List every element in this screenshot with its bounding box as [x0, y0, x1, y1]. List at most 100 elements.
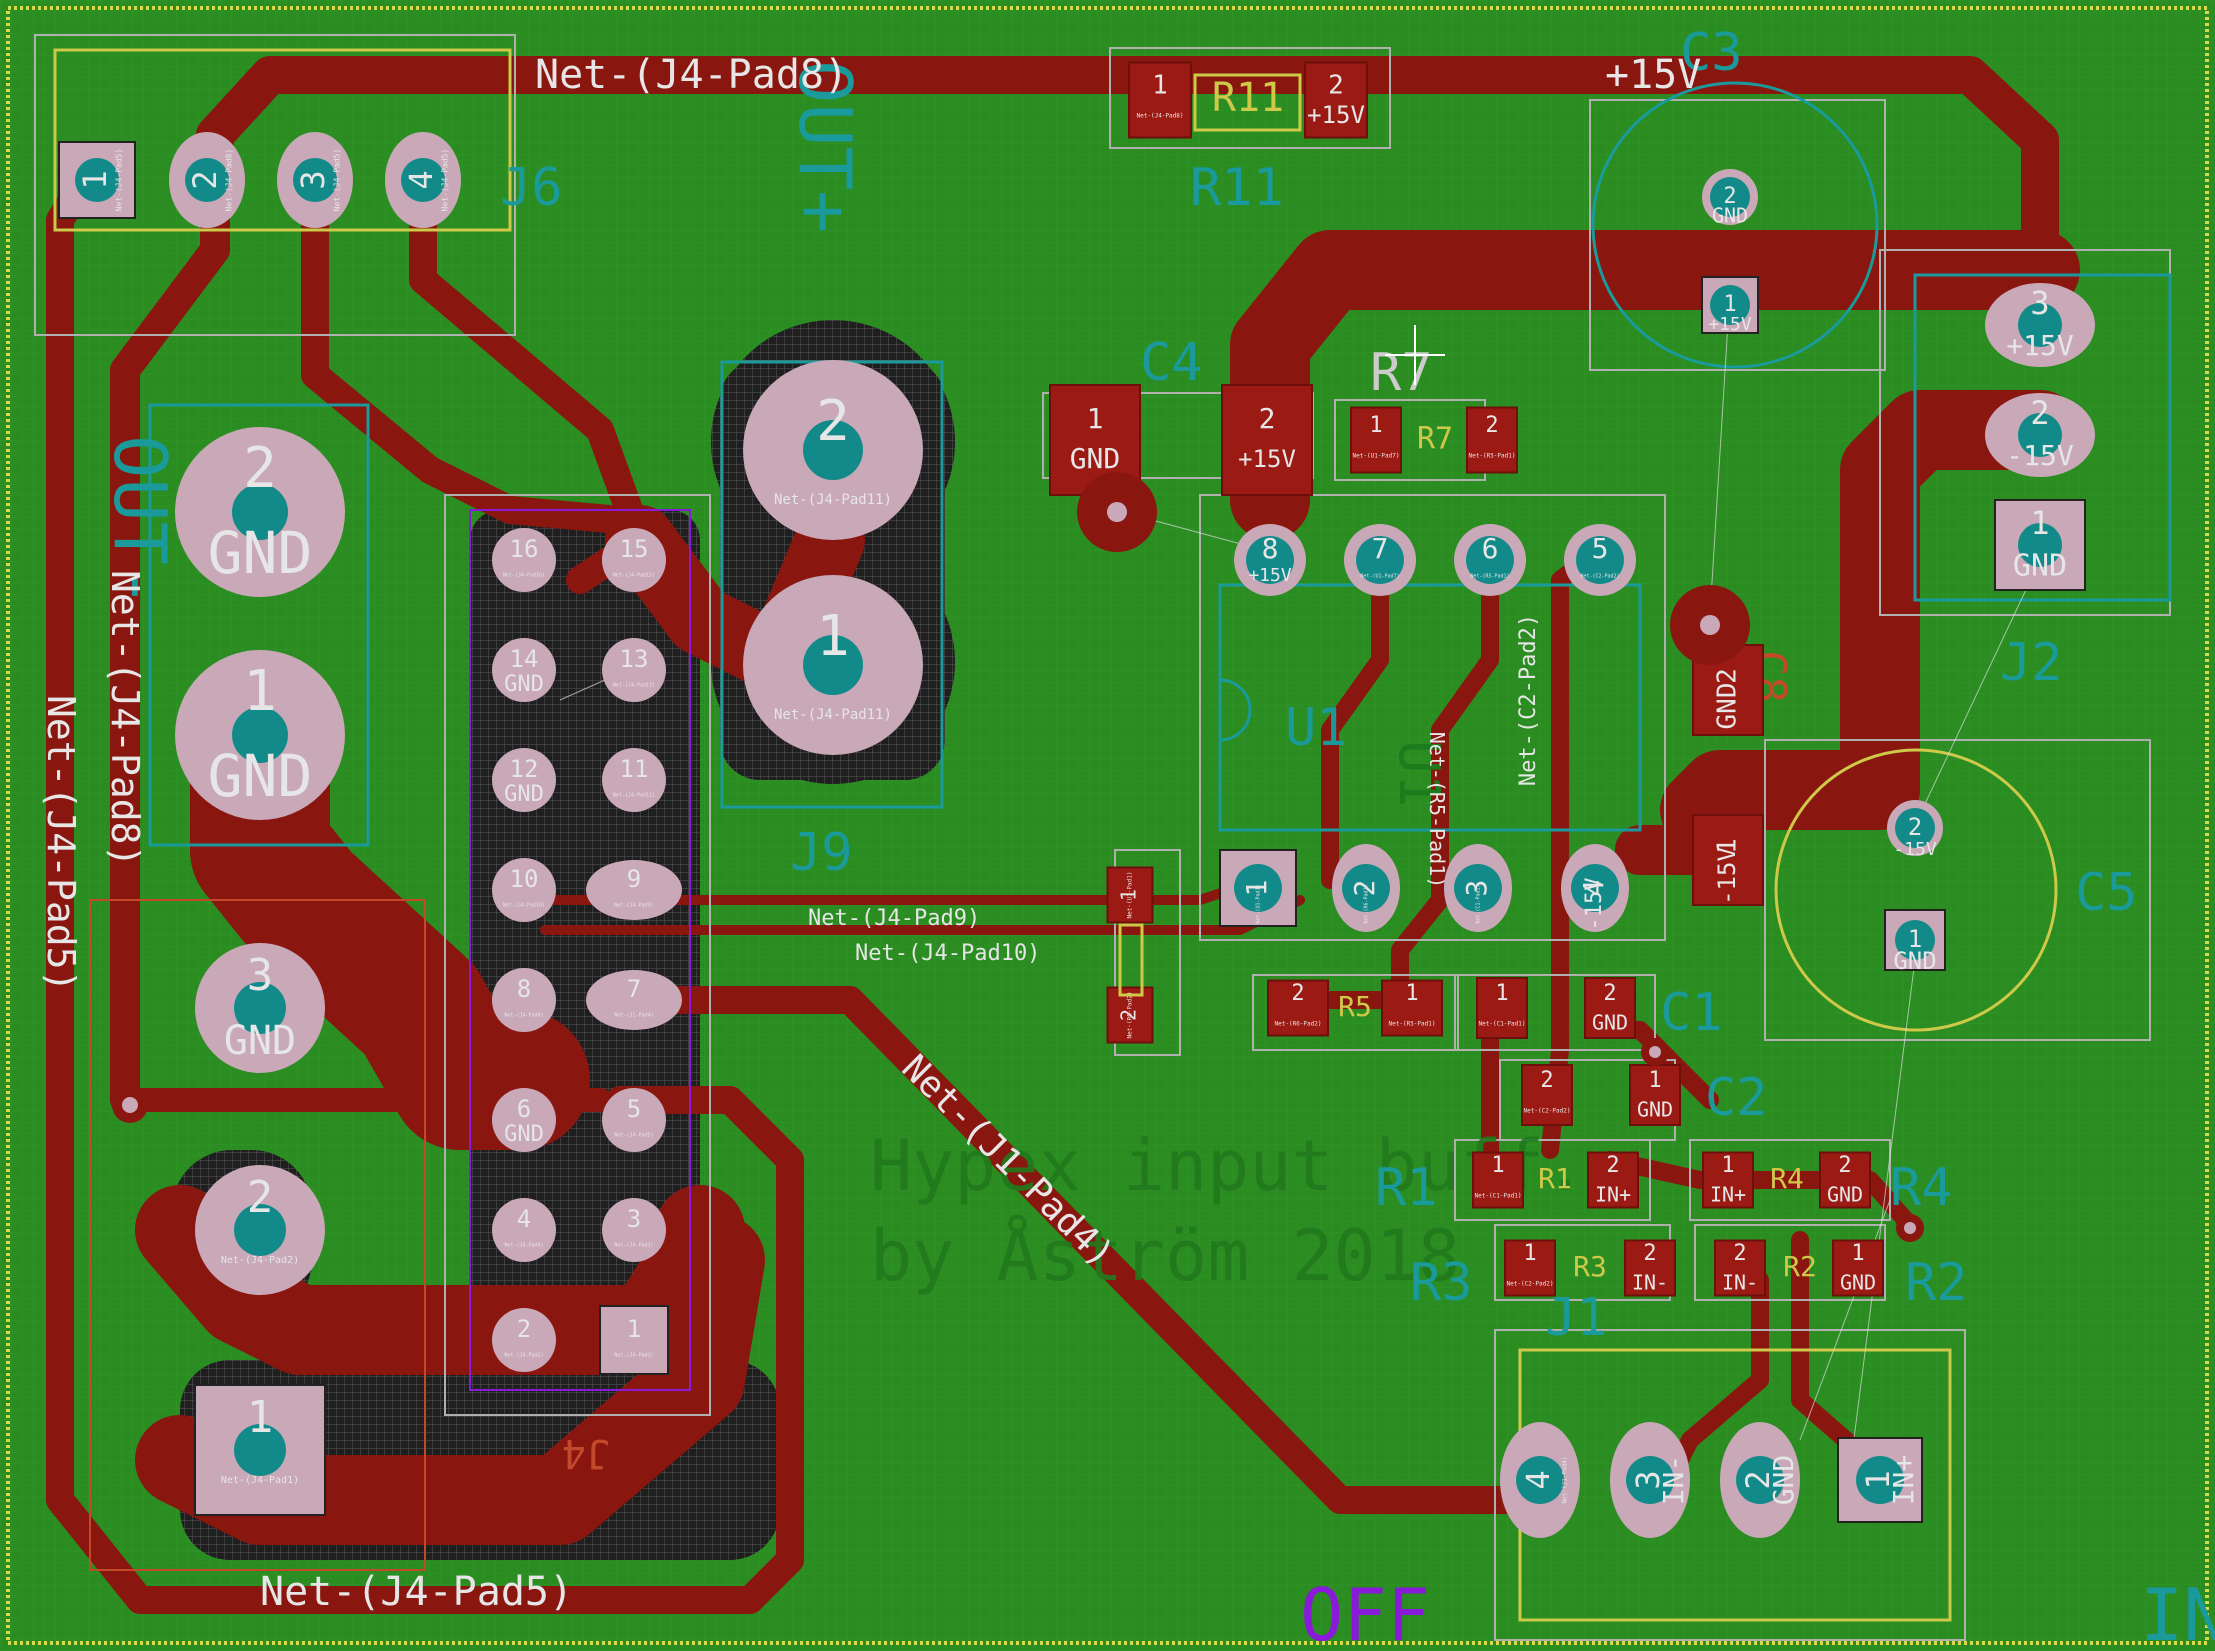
pad-j1-3[interactable]: 3IN- — [1610, 1422, 1690, 1538]
pad-number-j6-1: 1 — [76, 170, 114, 189]
pad-number-r3-2: 2 — [1643, 1241, 1656, 1266]
pad-number-c2-2: 2 — [1540, 1068, 1553, 1093]
pad-number-j9-2: 2 — [816, 389, 850, 454]
pad-net-r2-2: IN- — [1722, 1271, 1758, 1295]
pad-net-r5-2: Net-(R6-Pad2) — [1275, 1021, 1322, 1028]
vias — [112, 472, 1924, 1242]
pad-j2-2[interactable]: 2-15V — [1985, 393, 2095, 477]
pad-c3-1[interactable]: 1+15V — [1701, 276, 1759, 335]
pad-number-j1-3: 3 — [1629, 1470, 1667, 1489]
pad-net-r3-1: Net-(C2-Pad2) — [1507, 1281, 1554, 1288]
pad-number-u1_bot-2: 2 — [1348, 880, 1381, 897]
pad-net-j6-3: Net-(J4-Pad5) — [333, 149, 342, 212]
pad-net-c5-1: GND — [1893, 947, 1936, 975]
pad-net-j4-14: GND — [504, 672, 544, 697]
pad-r3-2[interactable]: 2IN- — [1624, 1239, 1676, 1297]
pad-number-r1-2: 2 — [1606, 1153, 1619, 1178]
ref-c2: C2 — [1705, 1068, 1768, 1128]
pad-number-c1-1: 1 — [1495, 981, 1508, 1006]
net-label-j4-pad5-left: Net-(J4-Pad5) — [39, 695, 83, 992]
pad-number-j10-1: 1 — [243, 659, 277, 724]
net-label-j4-pad10: Net-(J4-Pad10) — [855, 941, 1040, 966]
pad-net-u1_bot-1: Net-(U1-Pad1) — [1256, 884, 1262, 923]
pad-net-r11-1: Net-(J4-Pad8) — [1137, 113, 1184, 120]
pad-number-j4-7: 7 — [627, 975, 641, 1003]
pad-j1-1[interactable]: 1IN+ — [1837, 1437, 1923, 1523]
pad-number-u1_top-7: 7 — [1372, 532, 1389, 565]
pad-u1_bot-4[interactable]: 4-15V — [1561, 844, 1629, 932]
pad-number-j4-8: 8 — [517, 975, 531, 1003]
pad-net-j3-1: Net-(J4-Pad1) — [221, 1475, 299, 1486]
pad-r4-1[interactable]: 1IN+ — [1702, 1151, 1754, 1209]
pad-number-j4-16: 16 — [510, 535, 539, 563]
pad-c8-1[interactable]: 1-15V — [1692, 814, 1764, 906]
pad-r2-2[interactable]: 2IN- — [1714, 1239, 1766, 1297]
pad-net-j4-13: Net-(J4-Pad13) — [613, 683, 655, 689]
pad-r11-2[interactable]: 2+15V — [1304, 61, 1368, 139]
pad-number-r6-2: 2 — [1117, 1009, 1141, 1021]
pad-net-u1_bot-4: -15V — [1582, 878, 1607, 931]
pad-j2-3[interactable]: 3+15V — [1985, 283, 2095, 367]
pad-u1_top-8[interactable]: 8+15V — [1234, 524, 1306, 596]
pad-net-j10-2: GND — [208, 519, 313, 587]
pad-c5-2[interactable]: 2-15V — [1887, 800, 1943, 860]
pad-r1-2[interactable]: 2IN+ — [1587, 1151, 1639, 1209]
pad-c4-2[interactable]: 2+15V — [1221, 384, 1313, 496]
pad-number-j4-15: 15 — [620, 535, 649, 563]
